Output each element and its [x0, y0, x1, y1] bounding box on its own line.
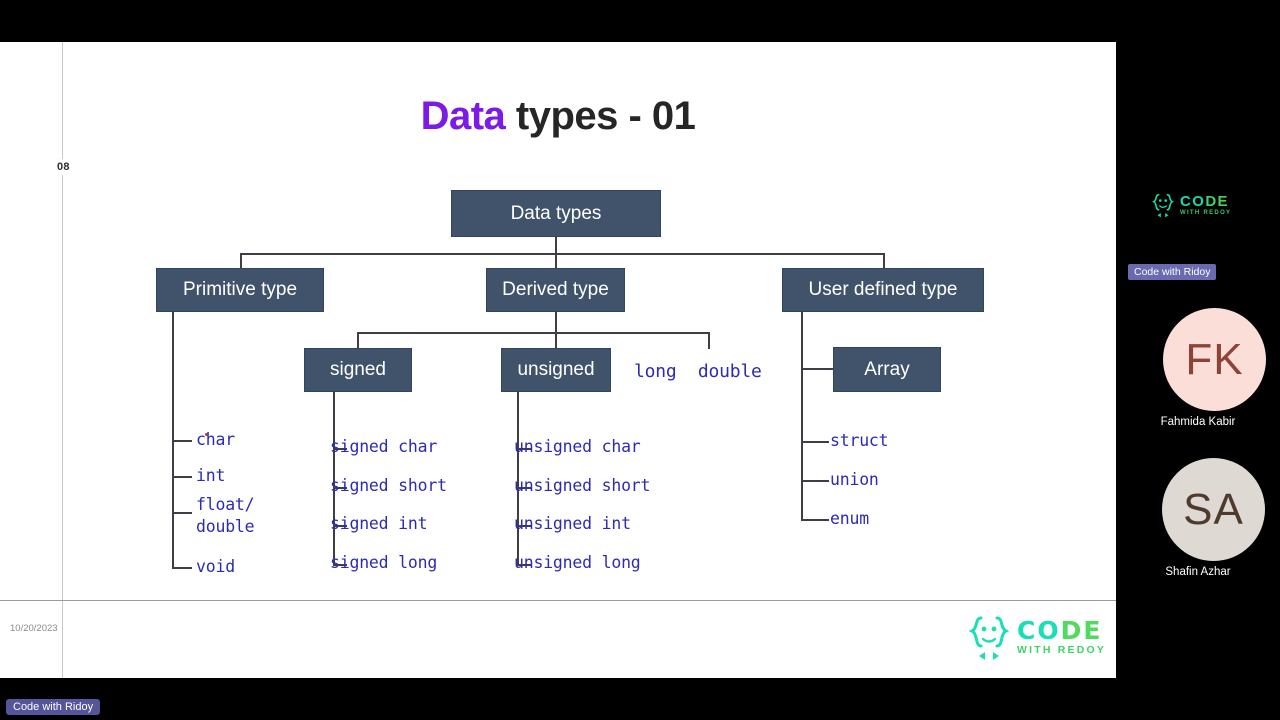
branch-int	[172, 476, 192, 478]
title-highlight: Data	[420, 94, 506, 138]
brand-code-text: CODE	[1180, 193, 1229, 210]
node-derived-type: Derived type	[486, 268, 625, 312]
leaf-unsigned-char: unsigned char	[514, 437, 641, 456]
stray-dot-mark	[205, 433, 208, 436]
leaf-char: char	[196, 430, 235, 449]
connector-to-signed	[357, 332, 359, 349]
data-types-diagram: Data types Primitive type Derived type U…	[0, 84, 1116, 601]
presenter-name-label: Code with Ridoy	[1128, 264, 1217, 280]
branch-struct	[801, 441, 829, 443]
page-title: Data types - 01	[0, 94, 1116, 139]
branch-signed-short	[333, 487, 347, 489]
avatar: SA	[1162, 458, 1265, 561]
leaf-signed-long: signed long	[330, 553, 438, 572]
participant-name: Shafin Azhar	[1165, 566, 1231, 578]
leaf-enum: enum	[830, 509, 869, 528]
branch-unsigned-short	[517, 487, 531, 489]
shared-slide: 08 Data types - 01	[0, 42, 1116, 601]
avatar: FK	[1163, 308, 1266, 411]
leaf-int: int	[196, 466, 226, 485]
brand-subtitle: WITH REDOY	[1017, 644, 1107, 656]
branch-enum	[801, 519, 829, 521]
branch-signed-int	[333, 525, 347, 527]
presenter-brand-wordmark: CODE WITH REDOY	[1180, 194, 1231, 218]
participants-rail: CODE WITH REDOY Code with Ridoy FK Fahmi…	[1116, 0, 1280, 720]
node-user-defined-type: User defined type	[782, 268, 984, 312]
branch-float	[172, 512, 192, 514]
brand-subtitle: WITH REDOY	[1180, 210, 1232, 216]
branch-array	[801, 368, 834, 370]
leaf-float-double: float/ double	[196, 495, 255, 536]
slide-left-rule	[62, 42, 63, 601]
slide-footer: 10/20/2023	[0, 601, 1116, 678]
branch-union	[801, 480, 829, 482]
leaf-signed-short: signed short	[330, 476, 447, 495]
presenter-video-placeholder: CODE WITH REDOY	[1116, 160, 1280, 260]
branch-unsigned-long	[517, 564, 531, 566]
title-rest: types - 01	[505, 94, 696, 138]
spine-unsigned	[517, 391, 519, 566]
self-name-label: Code with Ridoy	[6, 699, 101, 715]
node-data-types: Data types	[451, 190, 661, 237]
branch-unsigned-char	[517, 448, 531, 450]
presenter-tile[interactable]: CODE WITH REDOY	[1116, 160, 1280, 310]
footer-left-rule	[62, 601, 63, 678]
leaf-unsigned-int: unsigned int	[514, 514, 631, 533]
node-signed: signed	[304, 348, 412, 392]
leaf-struct: struct	[830, 431, 889, 450]
robot-face-icon	[1151, 193, 1175, 218]
branch-char	[172, 440, 192, 442]
spine-signed	[333, 391, 335, 566]
branch-signed-char	[333, 448, 347, 450]
participant-tile-2[interactable]: SA Shafin Azhar	[1116, 450, 1280, 585]
branch-signed-long	[333, 564, 347, 566]
leaf-long-double: long double	[634, 361, 762, 382]
node-array: Array	[833, 347, 941, 392]
connector-derived-down	[555, 311, 557, 332]
connector-to-unsigned	[555, 332, 557, 349]
leaf-signed-int: signed int	[330, 514, 428, 533]
participant-name: Fahmida Kabir	[1160, 416, 1236, 428]
connector-level2-bus	[357, 332, 710, 334]
brand-code-text: CODE	[1017, 616, 1103, 645]
leaf-unsigned-short: unsigned short	[514, 476, 651, 495]
connector-to-longdouble	[708, 332, 710, 349]
leaf-union: union	[830, 470, 879, 489]
leaf-unsigned-long: unsigned long	[514, 553, 641, 572]
robot-face-icon	[968, 616, 1010, 660]
node-primitive-type: Primitive type	[156, 268, 324, 312]
spine-user	[801, 311, 803, 521]
participant-tile-1[interactable]: FK Fahmida Kabir	[1116, 300, 1280, 435]
connector-root-down	[555, 237, 557, 254]
slide-number: 08	[54, 159, 73, 175]
brand-wordmark: CODE WITH REDOY	[1017, 618, 1106, 657]
branch-void	[172, 567, 192, 569]
leaf-void: void	[196, 557, 235, 576]
branch-unsigned-int	[517, 525, 531, 527]
slide-date: 10/20/2023	[10, 623, 58, 634]
node-unsigned: unsigned	[501, 348, 611, 392]
slide-brand-logo: CODE WITH REDOY	[965, 612, 1110, 668]
slide-bottom-rule	[0, 600, 1116, 601]
connector-level1-bus	[240, 253, 885, 255]
leaf-signed-char: signed char	[330, 437, 438, 456]
